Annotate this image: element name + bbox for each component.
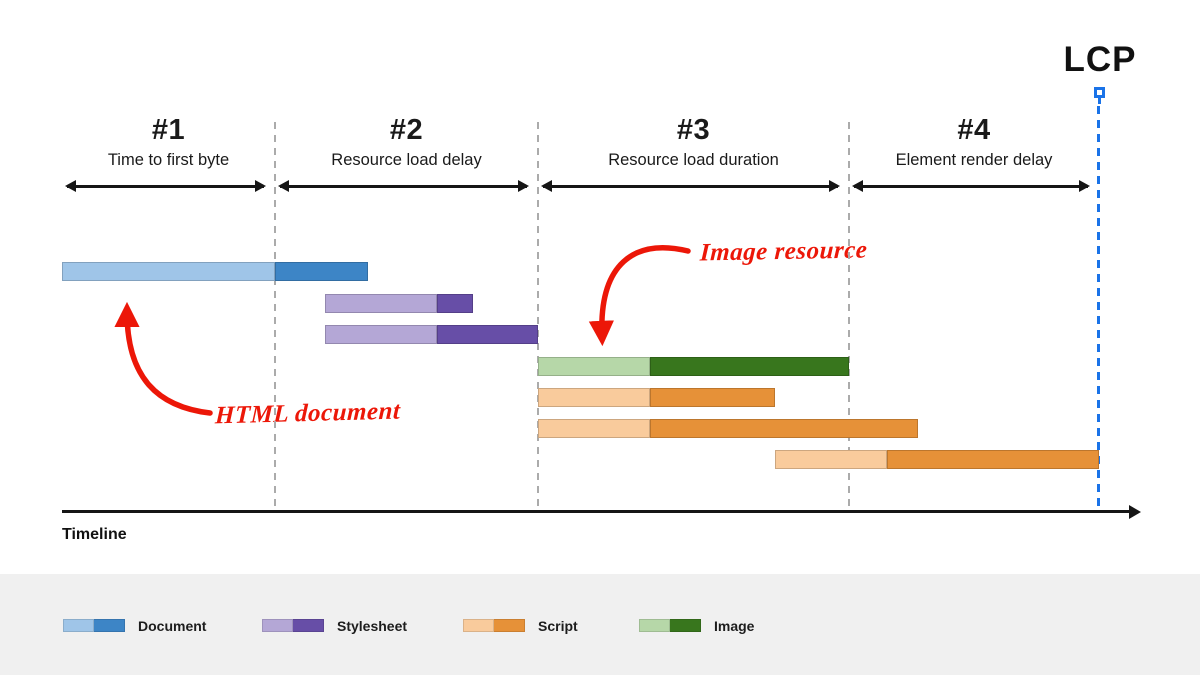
script-bar-light-segment <box>538 419 650 438</box>
phase-boundary-line-2 <box>537 122 539 512</box>
document-bar-dark-segment <box>275 262 368 281</box>
timeline-axis <box>62 504 1141 519</box>
phase-label: Time to first byte <box>107 151 230 169</box>
phase-boundary-line-3 <box>848 122 850 512</box>
lcp-dashed-line <box>1097 106 1100 512</box>
script-bar-dark-segment <box>887 450 1099 469</box>
stylesheet-bar-dark-segment <box>437 325 538 344</box>
timeline-label: Timeline <box>62 526 127 543</box>
document-legend-swatch-light <box>63 619 94 632</box>
legend-label: Document <box>138 617 207 634</box>
image-resource-annotation: Image resource <box>699 236 869 267</box>
script-legend-swatch-light <box>463 619 494 632</box>
stylesheet-legend-swatch-light <box>262 619 293 632</box>
document-bar-light-segment <box>62 262 275 281</box>
legend-label: Image <box>714 617 755 634</box>
html-document-annotation: HTML document <box>214 397 402 430</box>
phase-boundary-line-1 <box>274 122 276 512</box>
image-legend-swatch-dark <box>670 619 701 632</box>
phase-label: Resource load duration <box>608 151 779 169</box>
lcp-marker-icon <box>1094 87 1105 98</box>
phase-label: Element render delay <box>895 151 1053 169</box>
image-bar-dark-segment <box>650 357 849 376</box>
legend-label: Script <box>538 617 578 634</box>
html-document-arrow <box>114 301 213 416</box>
phase-number: #3 <box>676 114 711 146</box>
phase-number: #4 <box>957 114 991 146</box>
phase-number: #1 <box>151 114 186 146</box>
legend-item-script: Script <box>463 613 578 638</box>
phase-range-arrow-2 <box>278 180 529 192</box>
image-resource-arrow <box>588 245 691 347</box>
phase-number: #2 <box>389 114 424 146</box>
stylesheet-legend-swatch-dark <box>293 619 324 632</box>
legend-band <box>0 574 1200 675</box>
script-bar-light-segment <box>538 388 650 407</box>
lcp-title: LCP <box>1063 40 1137 79</box>
legend-item-image: Image <box>639 613 754 638</box>
phase-range-arrow-1 <box>65 180 266 192</box>
document-legend-swatch-dark <box>94 619 125 632</box>
image-bar-light-segment <box>538 357 650 376</box>
stylesheet-bar-light-segment <box>325 294 437 313</box>
script-bar-light-segment <box>775 450 887 469</box>
script-legend-swatch-dark <box>494 619 525 632</box>
script-bar-dark-segment <box>650 388 775 407</box>
lcp-marker-stem <box>1098 97 1101 104</box>
script-bar-dark-segment <box>650 419 918 438</box>
stylesheet-bar-light-segment <box>325 325 437 344</box>
phase-range-arrow-3 <box>541 180 840 192</box>
stylesheet-bar-dark-segment <box>437 294 473 313</box>
phase-label: Resource load delay <box>331 151 482 169</box>
legend-item-document: Document <box>63 613 206 638</box>
image-legend-swatch-light <box>639 619 670 632</box>
phase-range-arrow-4 <box>852 180 1090 192</box>
legend-item-stylesheet: Stylesheet <box>262 613 407 638</box>
legend-label: Stylesheet <box>337 617 408 634</box>
